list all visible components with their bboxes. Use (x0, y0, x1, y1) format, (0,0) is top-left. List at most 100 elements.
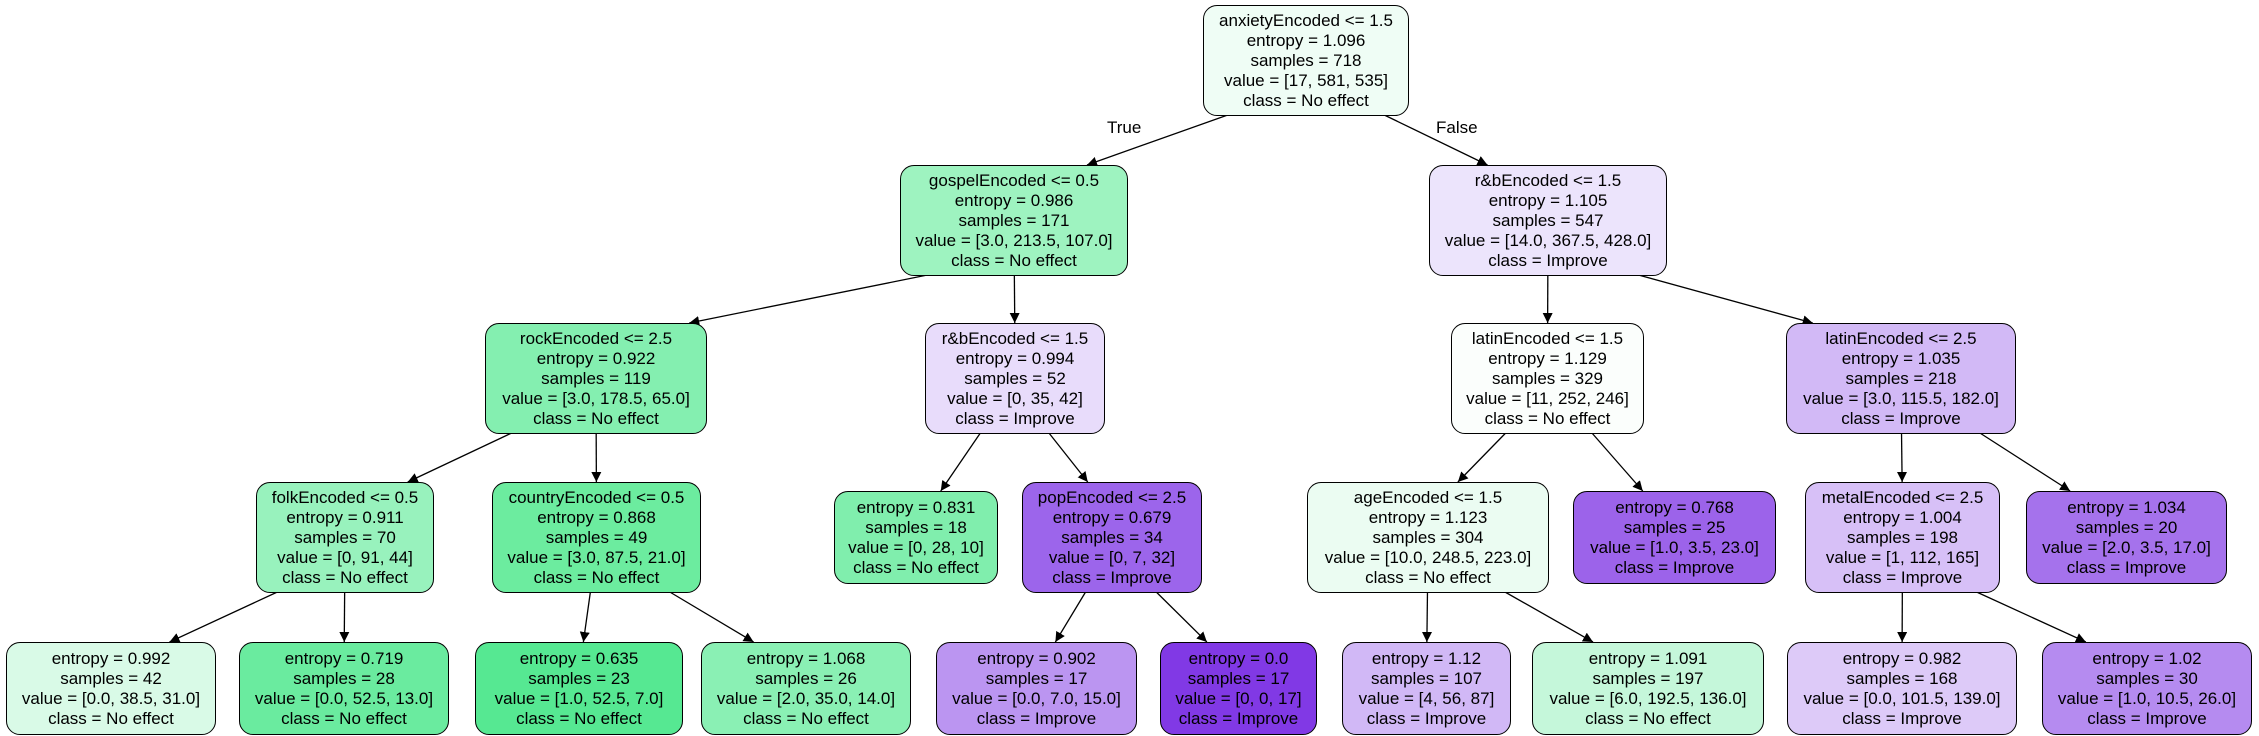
node-line: value = [0, 35, 42] (947, 388, 1083, 408)
node-line: popEncoded <= 2.5 (1037, 487, 1187, 507)
node-line: class = No effect (951, 250, 1077, 270)
node-line: value = [10.0, 248.5, 223.0] (1324, 547, 1532, 567)
node-line: samples = 718 (1250, 50, 1362, 70)
node-line: gospelEncoded <= 0.5 (928, 170, 1100, 190)
edge-arrow (1976, 591, 2087, 643)
node-line: class = No effect (743, 708, 869, 728)
node-line: class = Improve (1366, 708, 1487, 728)
edge-arrow (1054, 591, 1087, 643)
edge-arrow (1048, 432, 1089, 483)
node-line: entropy = 1.034 (2067, 497, 2186, 517)
node-line: class = No effect (1365, 567, 1491, 587)
node-line: rockEncoded <= 2.5 (519, 328, 673, 348)
node-line: value = [0.0, 38.5, 31.0] (21, 688, 201, 708)
node-line: class = No effect (853, 557, 979, 577)
node-line: r&bEncoded <= 1.5 (1474, 170, 1622, 190)
node-line: entropy = 1.105 (1488, 190, 1608, 210)
node-line: samples = 70 (294, 527, 396, 547)
node-line: samples = 197 (1592, 668, 1704, 688)
node-line: class = Improve (2066, 557, 2187, 577)
node-line: class = Improve (1841, 408, 1961, 428)
node-line: samples = 119 (541, 368, 651, 388)
node-line: entropy = 0.994 (955, 348, 1075, 368)
node-line: entropy = 0.982 (1842, 648, 1962, 668)
node-line: class = No effect (1243, 90, 1369, 110)
node-line: folkEncoded <= 0.5 (271, 487, 419, 507)
node-line: value = [3.0, 213.5, 107.0] (915, 230, 1113, 250)
node-line: entropy = 0.768 (1615, 497, 1734, 517)
node-line: entropy = 1.004 (1843, 507, 1962, 527)
node-line: value = [14.0, 367.5, 428.0] (1444, 230, 1652, 250)
edge-arrow (669, 591, 754, 643)
node-line: samples = 304 (1372, 527, 1484, 547)
node-line: samples = 198 (1846, 527, 1959, 547)
edge-arrow (1504, 591, 1594, 643)
node-line: samples = 28 (293, 668, 395, 688)
node-line: samples = 168 (1846, 668, 1958, 688)
node-line: class = No effect (1585, 708, 1711, 728)
node-line: value = [0, 0, 17] (1175, 688, 1302, 708)
node-line: value = [3.0, 87.5, 21.0] (507, 547, 686, 567)
edge-arrow (1086, 114, 1228, 167)
node-line: samples = 26 (755, 668, 857, 688)
node-line: class = No effect (516, 708, 642, 728)
node-line: ageEncoded <= 1.5 (1353, 487, 1503, 507)
node-line: value = [4, 56, 87] (1358, 688, 1495, 708)
node-line: samples = 52 (964, 368, 1066, 388)
node-line: value = [11, 252, 246] (1466, 388, 1629, 408)
node-line: value = [0.0, 52.5, 13.0] (254, 688, 434, 708)
node-line: entropy = 0.679 (1052, 507, 1172, 527)
edge-arrow (1383, 114, 1488, 166)
node-line: samples = 17 (1187, 668, 1290, 688)
node-line: entropy = 0.992 (51, 648, 171, 668)
node-line: samples = 107 (1370, 668, 1483, 688)
node-line: r&bEncoded <= 1.5 (941, 328, 1089, 348)
node-line: class = No effect (281, 708, 407, 728)
node-line: samples = 218 (1845, 368, 1957, 388)
node-line: class = Improve (976, 708, 1097, 728)
edge-arrow (1421, 591, 1432, 643)
node-line: samples = 23 (528, 668, 630, 688)
edge-arrow (1979, 432, 2071, 492)
node-line: value = [0, 91, 44] (277, 547, 413, 567)
node-line: entropy = 1.02 (2092, 648, 2202, 668)
node-line: value = [3.0, 115.5, 182.0] (1803, 388, 1999, 408)
node-line: class = Improve (1178, 708, 1299, 728)
node-line: class = Improve (1488, 250, 1608, 270)
node-line: class = Improve (955, 408, 1075, 428)
node-line: value = [1.0, 10.5, 26.0] (2057, 688, 2237, 708)
node-line: entropy = 0.911 (286, 507, 404, 527)
node-line: entropy = 0.902 (977, 648, 1096, 668)
node-line: value = [17, 581, 535] (1224, 70, 1388, 90)
edge-arrow (1897, 432, 1908, 483)
node-line: samples = 25 (1623, 517, 1726, 537)
node-line: entropy = 0.0 (1188, 648, 1289, 668)
node-line: countryEncoded <= 0.5 (508, 487, 685, 507)
node-line: class = No effect (282, 567, 408, 587)
node-line: samples = 42 (60, 668, 162, 688)
node-line: class = No effect (1484, 408, 1611, 428)
node-line: value = [1, 112, 165] (1825, 547, 1980, 567)
node-line: anxietyEncoded <= 1.5 (1219, 10, 1393, 30)
node-line: class = Improve (1842, 567, 1963, 587)
node-line: entropy = 1.129 (1488, 348, 1607, 368)
